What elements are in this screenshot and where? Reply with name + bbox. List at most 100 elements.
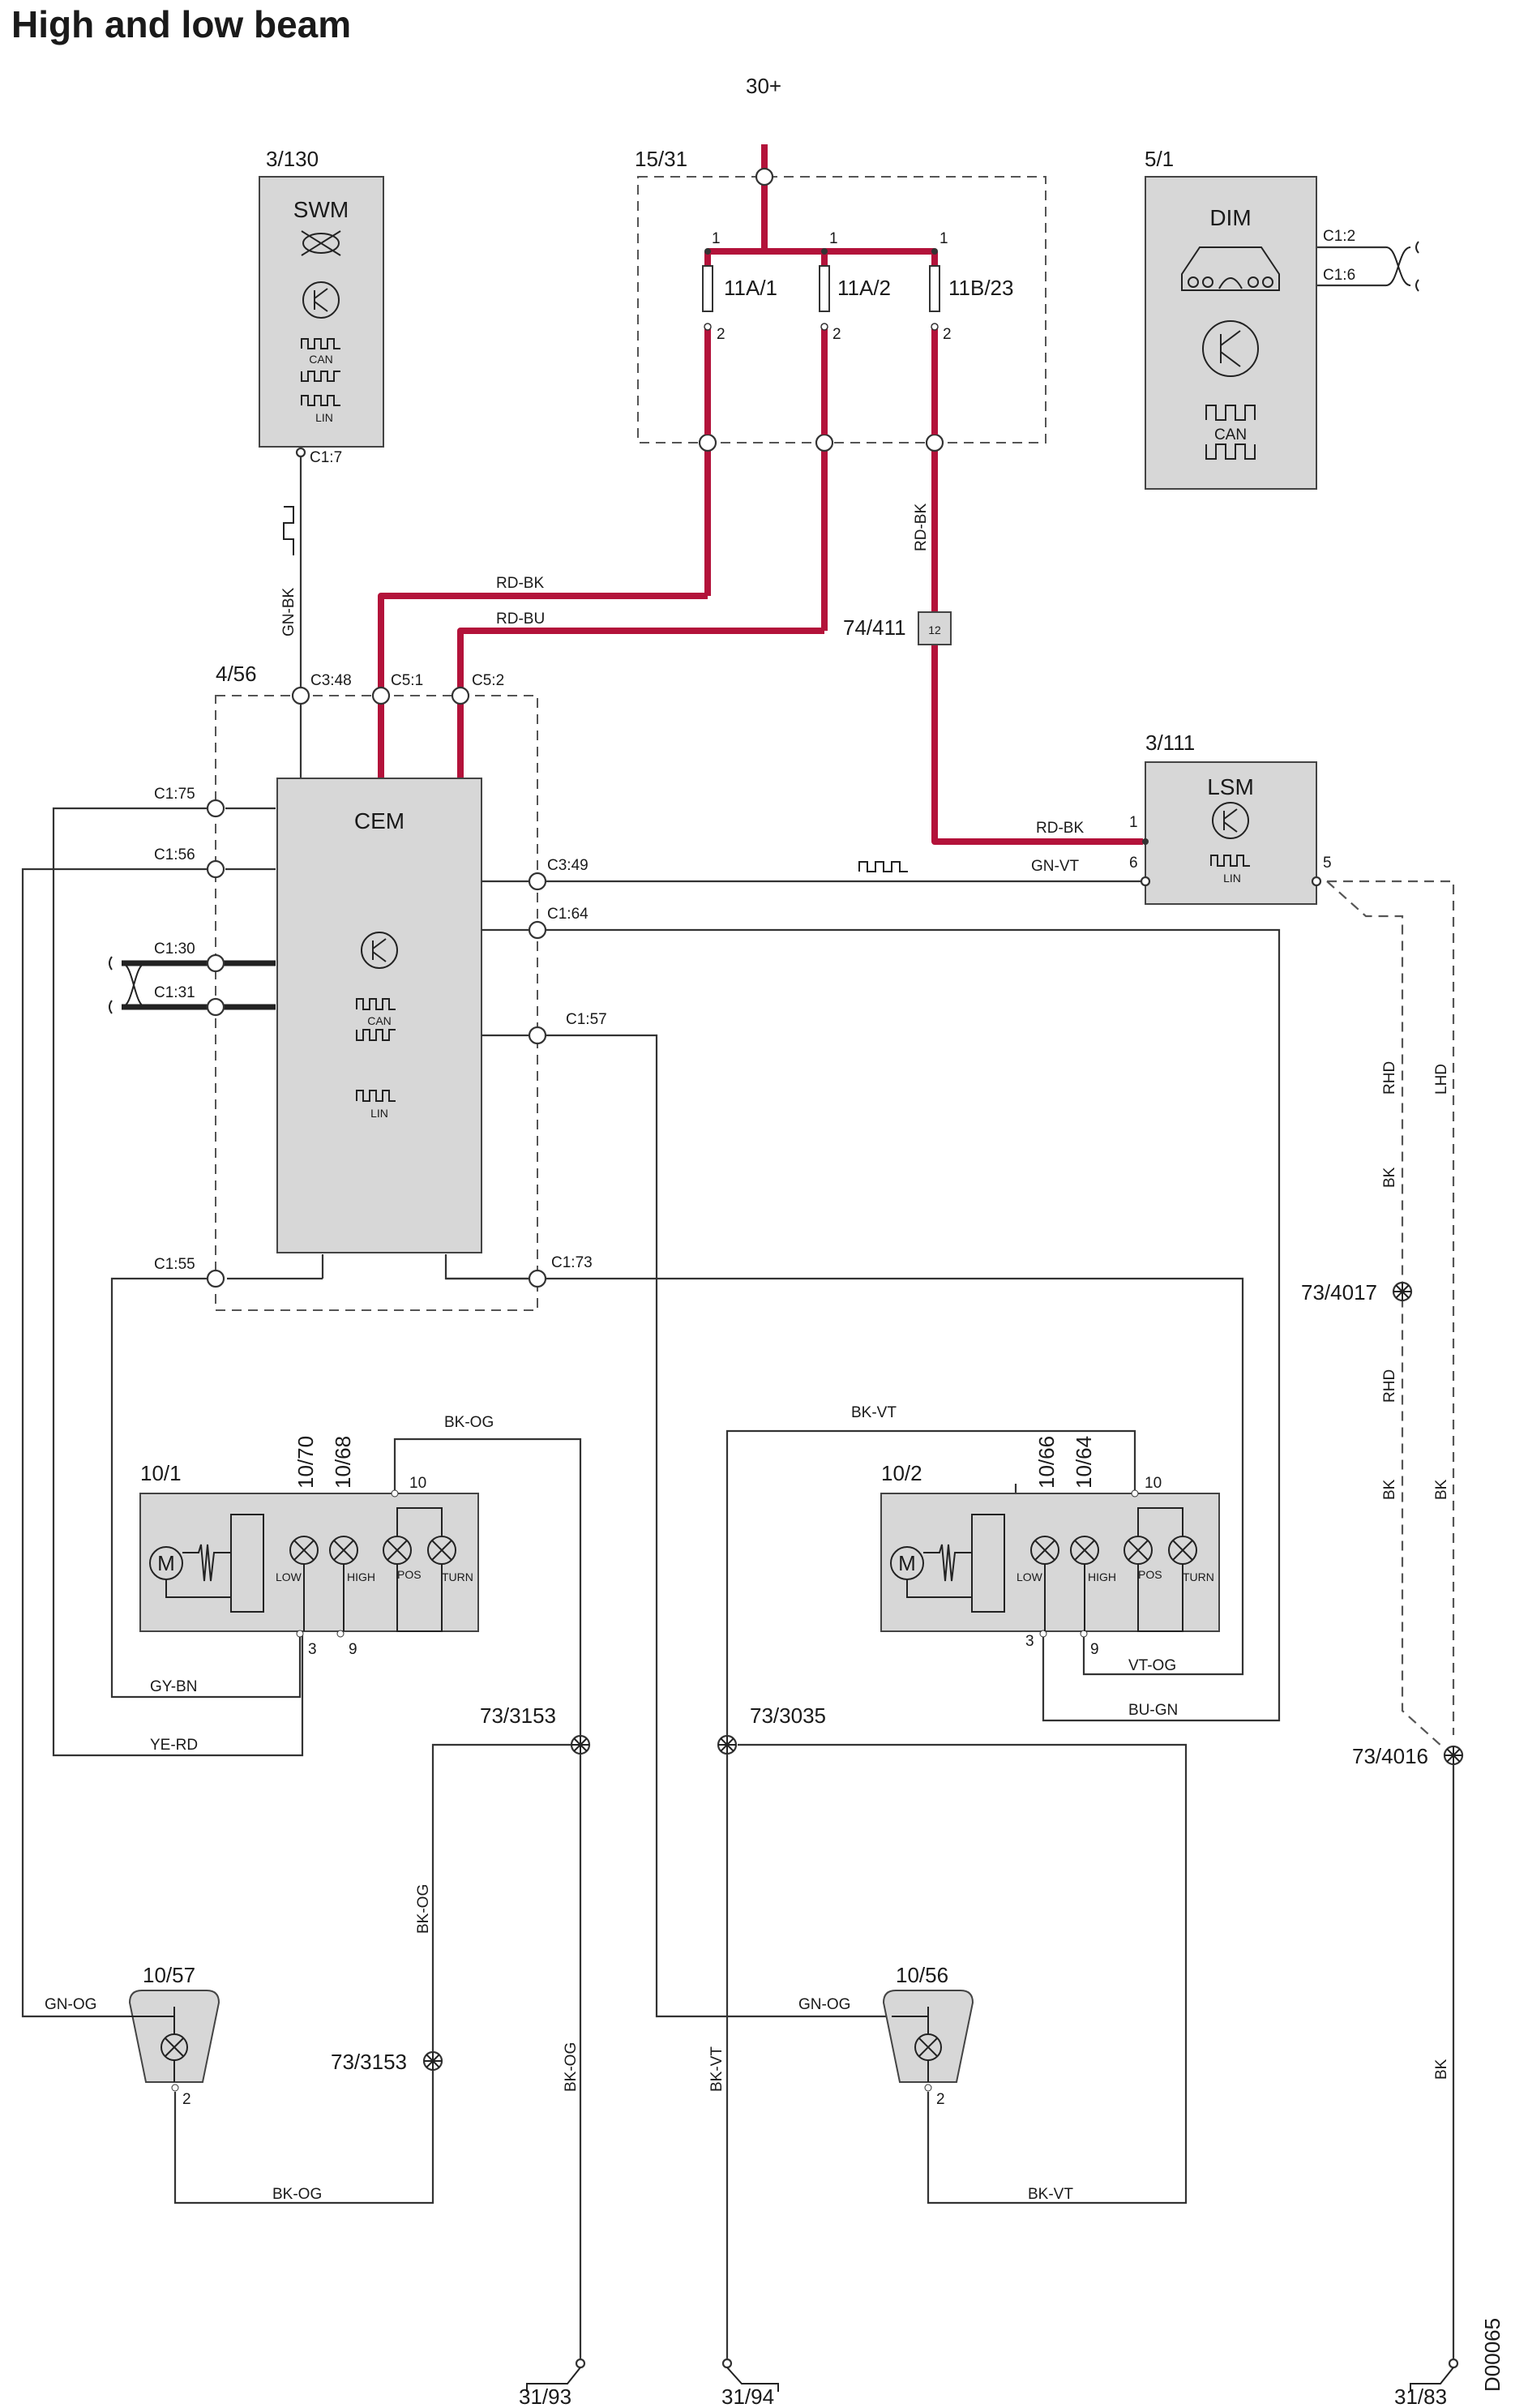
wire-bugn: BU-GN — [1128, 1702, 1178, 1719]
hl-left-pin3: 3 — [308, 1641, 317, 1658]
dim-conn2: C1:6 — [1323, 267, 1355, 284]
hl-right-motor-label: M — [898, 1551, 916, 1575]
splice-4017: 73/4017 — [1301, 1280, 1413, 1305]
wire-rdbu: RD-BU — [496, 611, 545, 628]
hl-left-turn-label: TURN — [442, 1570, 473, 1583]
hl-left-ref: 10/1 — [140, 1461, 182, 1485]
dim-transistor-icon — [1202, 320, 1259, 377]
aux-right-pin: 2 — [936, 2091, 945, 2108]
wire-bkvt-bot: BK-VT — [1028, 2186, 1073, 2203]
hl-left-motor-label: M — [157, 1551, 175, 1575]
splice-4017-label: 73/4017 — [1301, 1280, 1377, 1305]
lsm-lin-label: LIN — [1223, 872, 1241, 885]
hl-right-pin10: 10 — [1145, 1475, 1162, 1492]
lsm-dashed-wires — [1326, 880, 1455, 1748]
dim-can-icon — [1205, 405, 1256, 460]
splice-3153-a: 73/3153 — [480, 1703, 591, 1755]
wire-rhd2: RHD — [1381, 1369, 1398, 1403]
doc-id: D00065 — [1480, 2318, 1504, 2392]
wire-bkvt-top: BK-VT — [851, 1404, 897, 1421]
fuse2-label: 11A/2 — [837, 276, 891, 300]
hl-left-pin9: 9 — [349, 1641, 357, 1658]
lin-signal-icon — [301, 395, 340, 406]
lsm-ref: 3/111 — [1145, 731, 1195, 755]
lsm-transistor-icon — [1212, 802, 1249, 839]
hl-right-low-label: LOW — [1017, 1570, 1043, 1583]
gnvt-lin-signal-icon — [858, 861, 908, 872]
fusebox: 15/31 30+ 1 1 1 2 2 2 11A/1 11A/2 11B/23 — [635, 74, 1046, 452]
steering-wheel-icon — [301, 230, 341, 256]
cem-c164: C1:64 — [547, 906, 589, 923]
dim-name: DIM — [1209, 205, 1251, 230]
cem-c155: C1:55 — [154, 1256, 195, 1273]
fuse1-pin-in: 1 — [712, 230, 721, 247]
lsm-name: LSM — [1207, 774, 1254, 799]
wire-gnbk: GN-BK — [280, 588, 297, 637]
aux-left-pin: 2 — [182, 2091, 191, 2108]
fuse2-pin-out: 2 — [832, 326, 841, 343]
transistor-icon — [302, 281, 340, 319]
hl-right-pin3: 3 — [1025, 1633, 1034, 1650]
cem-can-label: CAN — [367, 1014, 392, 1027]
dim-conn1: C1:2 — [1323, 228, 1355, 245]
dim-ref: 5/1 — [1145, 147, 1174, 171]
can-signal-icon — [301, 338, 340, 382]
wire-bk3: BK — [1433, 1479, 1450, 1500]
fuse2-pin-in: 1 — [829, 230, 838, 247]
connector-ref: 74/411 — [843, 615, 906, 640]
cem-c173: C1:73 — [551, 1254, 593, 1271]
cem-c52: C5:2 — [472, 672, 504, 689]
ground-31-94: 31/94 — [721, 2358, 779, 2408]
supply-label: 30+ — [746, 74, 781, 98]
wire-bkog-top: BK-OG — [444, 1414, 494, 1431]
wire-rhd1: RHD — [1381, 1061, 1398, 1095]
splice-3153a-label: 73/3153 — [480, 1703, 556, 1728]
swm-conn: C1:7 — [310, 449, 342, 466]
wire-bk2: BK — [1381, 1479, 1398, 1500]
hl-left-sub1: 10/70 — [293, 1436, 318, 1489]
fuse1-label: 11A/1 — [724, 276, 777, 300]
cem-c348: C3:48 — [310, 672, 352, 689]
wire-bkvt-v: BK-VT — [708, 2046, 725, 2092]
splice-4016: 73/4016 — [1352, 1744, 1464, 1768]
headlamp-left: 10/1 10/70 10/68 10 3 9 M — [139, 1436, 479, 1658]
fuse3-label: 11B/23 — [948, 276, 1013, 300]
swm-ref: 3/130 — [266, 147, 319, 171]
splice-3153-b: 73/3153 — [331, 2050, 443, 2074]
aux-right-ref: 10/56 — [896, 1963, 948, 1987]
cem-c131: C1:31 — [154, 984, 195, 1001]
hl-right-turn-label: TURN — [1183, 1570, 1214, 1583]
cem-c130: C1:30 — [154, 940, 195, 958]
cem-lin-icon — [356, 1090, 396, 1102]
wire-vtog: VT-OG — [1128, 1657, 1176, 1674]
ground-31-93-label: 31/93 — [519, 2384, 571, 2408]
signal-wires — [21, 246, 1455, 2363]
cem-can-icon — [356, 998, 396, 1041]
cem-c349: C3:49 — [547, 857, 589, 874]
dim-module: 5/1 DIM CAN C1:2 C1:6 — [1145, 147, 1419, 490]
wire-gnvt: GN-VT — [1031, 858, 1080, 875]
dim-can-label: CAN — [1214, 426, 1247, 443]
lsm-pin5: 5 — [1323, 855, 1332, 872]
hl-right-ref: 10/2 — [881, 1461, 922, 1485]
aux-lamp-right: 10/56 2 — [882, 1963, 974, 2108]
connector-74-411: 74/411 12 — [843, 611, 952, 645]
wire-gybn: GY-BN — [150, 1678, 197, 1695]
wire-yerd: YE-RD — [150, 1737, 198, 1754]
cem-c157: C1:57 — [566, 1011, 607, 1028]
fuse1-pin-out: 2 — [717, 326, 725, 343]
fuse3-pin-in: 1 — [939, 230, 948, 247]
fusebox-ref: 15/31 — [635, 147, 687, 171]
cem-ref: 4/56 — [216, 662, 257, 686]
wire-bkog-v2: BK-OG — [563, 2042, 580, 2092]
aux-lamp-left: 10/57 2 — [128, 1963, 220, 2108]
lin-wire-signal-icon — [283, 506, 294, 555]
hl-left-pin10: 10 — [409, 1475, 426, 1492]
aux-left-ref: 10/57 — [143, 1963, 195, 1987]
hl-left-high-label: HIGH — [347, 1570, 375, 1583]
cem-lin-label: LIN — [370, 1107, 388, 1120]
hl-right-sub1: 10/66 — [1034, 1436, 1059, 1489]
hl-right-high-label: HIGH — [1088, 1570, 1116, 1583]
hl-right-pos-label: POS — [1138, 1568, 1162, 1581]
